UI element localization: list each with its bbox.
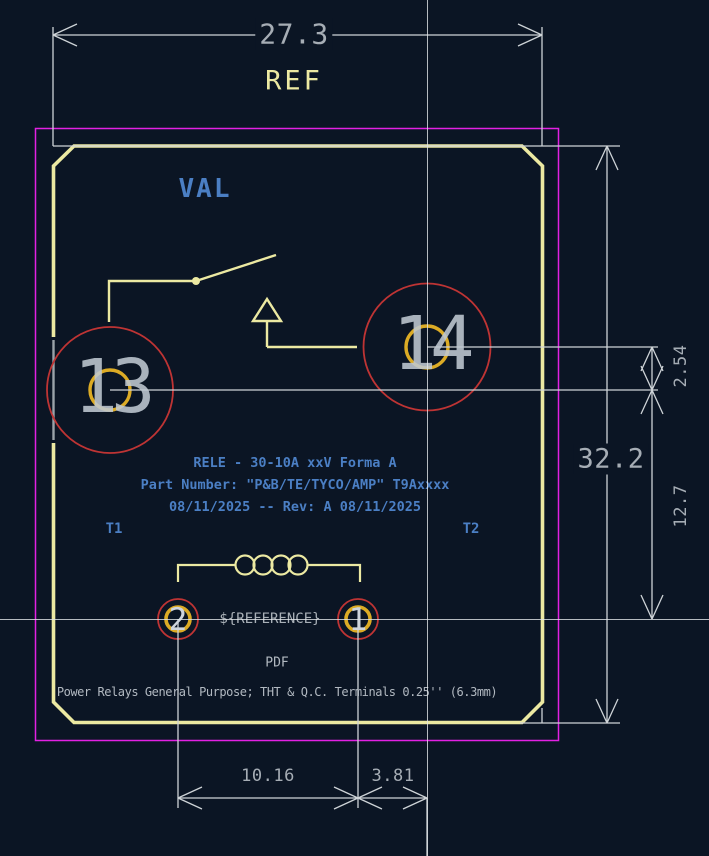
pad-1-number[interactable]: 1 xyxy=(348,602,368,638)
dimension-pad-to-coil-value[interactable]: 12.7 xyxy=(671,484,691,528)
dimension-coil-pitch-value[interactable]: 10.16 xyxy=(241,766,295,786)
arrowheads xyxy=(357,786,428,810)
relay-coil-symbol[interactable] xyxy=(176,554,362,583)
dimension-body-height[interactable] xyxy=(53,145,620,724)
dimension-width-value[interactable]: 27.3 xyxy=(255,17,333,51)
arrowheads xyxy=(52,23,543,47)
ref-suffix-label[interactable]: REF xyxy=(265,65,323,97)
dimension-pad-offset-value[interactable]: 2.54 xyxy=(671,344,691,388)
fab-info-line-1[interactable]: RELE - 30-10A xxV Forma A xyxy=(193,455,397,471)
fab-info-line-3[interactable]: 08/11/2025 -- Rev: A 08/11/2025 xyxy=(169,499,421,515)
description-text[interactable]: Power Relays General Purpose; THT & Q.C.… xyxy=(56,685,498,699)
doc-label-text[interactable]: PDF xyxy=(265,655,289,671)
dimension-coil-pitch[interactable] xyxy=(177,619,359,810)
dimension-pad-offset[interactable] xyxy=(110,346,664,391)
arrowheads xyxy=(640,389,664,620)
dimension-pad1-offset[interactable] xyxy=(357,786,428,856)
terminal-1-label[interactable]: T1 xyxy=(105,521,123,537)
actuator-arrow-icon xyxy=(250,296,284,323)
crosshair-vertical xyxy=(427,0,428,856)
pad-2-number[interactable]: 2 xyxy=(168,602,188,638)
courtyard-outline[interactable] xyxy=(34,127,560,742)
dimension-pad1-offset-value[interactable]: 3.81 xyxy=(371,766,415,786)
dimension-pad-to-coil[interactable] xyxy=(640,389,664,620)
silkscreen-outline[interactable] xyxy=(51,144,545,725)
crosshair-horizontal xyxy=(0,619,709,620)
pad-13-number[interactable]: 13 xyxy=(73,344,155,430)
arrowheads xyxy=(177,786,359,810)
relay-switch-symbol[interactable] xyxy=(107,253,357,349)
arrowheads xyxy=(640,346,664,391)
arrowheads xyxy=(595,145,619,724)
value-placeholder-text[interactable]: VAL xyxy=(178,174,232,204)
terminal-2-label[interactable]: T2 xyxy=(462,521,480,537)
fab-info-line-2[interactable]: Part Number: "P&B/TE/TYCO/AMP" T9Axxxx xyxy=(140,477,450,493)
pad-14-number[interactable]: 14 xyxy=(392,301,474,387)
dimension-height-value[interactable]: 32.2 xyxy=(573,443,649,475)
